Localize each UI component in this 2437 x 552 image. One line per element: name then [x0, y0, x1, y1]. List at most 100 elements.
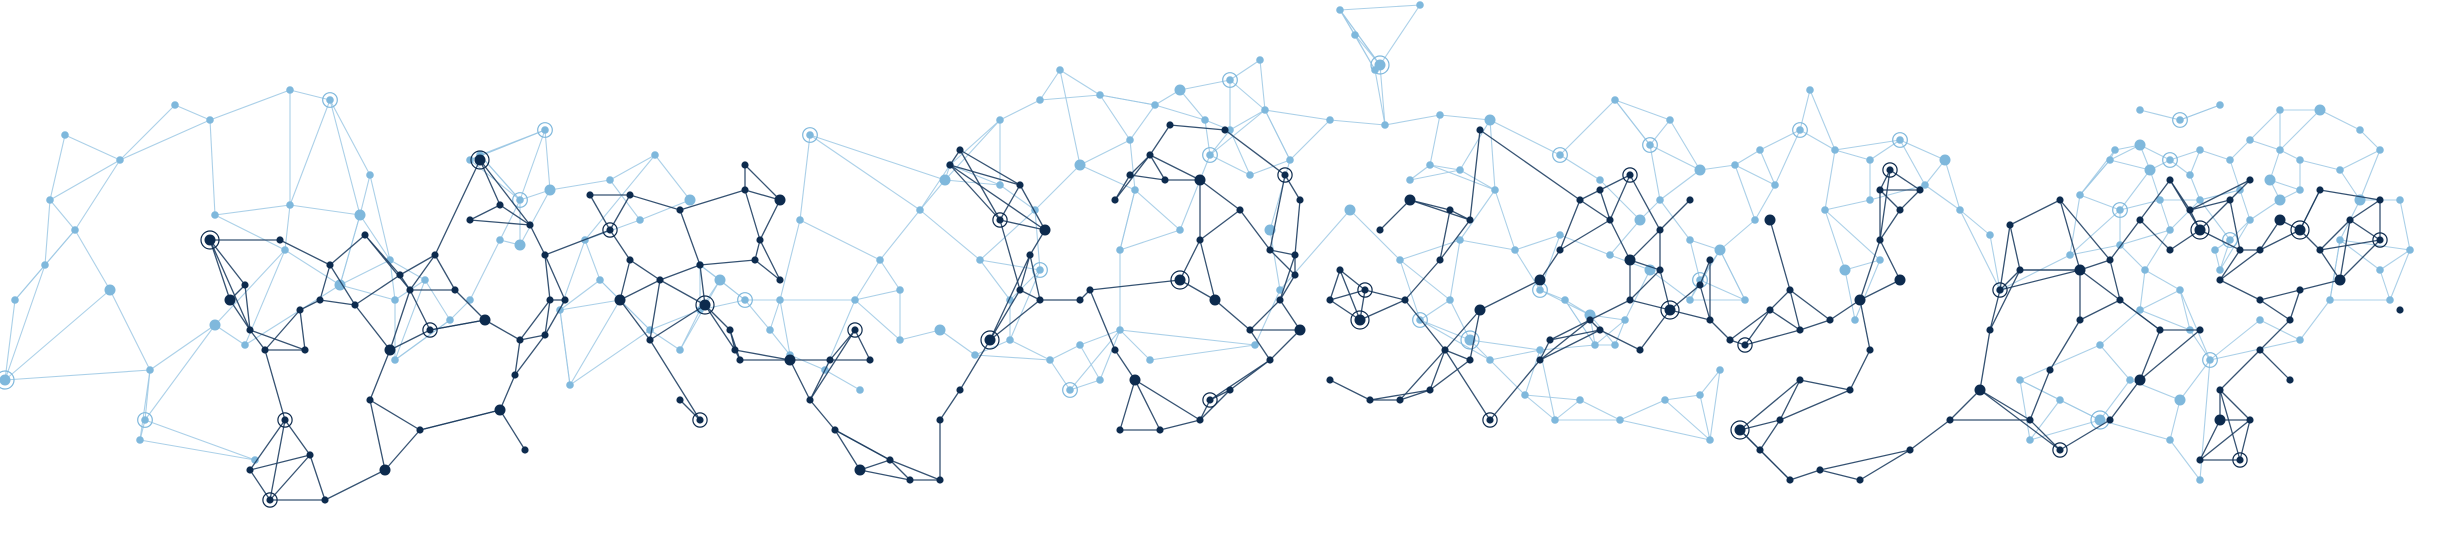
- light-nodes: [0, 1, 2414, 484]
- dark-node: [511, 371, 519, 379]
- light-edge: [2359, 129, 2381, 151]
- dark-node: [676, 206, 684, 214]
- dark-edge: [1249, 329, 1271, 361]
- dark-edge: [2219, 349, 2261, 391]
- light-edge: [1624, 269, 1651, 321]
- light-node: [1006, 336, 1014, 344]
- light-edge: [1419, 299, 1451, 321]
- light-node: [2176, 116, 2184, 124]
- dark-node: [956, 386, 964, 394]
- light-node: [1866, 156, 1874, 164]
- light-node: [2296, 156, 2304, 164]
- light-edge: [2144, 229, 2171, 271]
- dark-edge: [1539, 319, 1591, 361]
- dark-node: [2214, 414, 2226, 426]
- dark-edge: [519, 334, 546, 341]
- light-node: [2216, 266, 2224, 274]
- dark-edge: [1609, 219, 1631, 261]
- dark-edge: [1859, 449, 1911, 481]
- dark-node: [736, 356, 744, 364]
- dark-node: [479, 314, 491, 326]
- light-edge: [854, 299, 901, 341]
- light-node: [2336, 236, 2344, 244]
- dark-edge: [209, 239, 231, 301]
- light-edge: [1129, 104, 1156, 141]
- dark-node: [1146, 151, 1154, 159]
- light-edge: [2299, 159, 2341, 171]
- light-node: [934, 324, 946, 336]
- dark-node: [606, 226, 614, 234]
- light-edge: [394, 279, 426, 361]
- light-edge: [1009, 269, 1041, 341]
- light-edge: [1559, 234, 1611, 256]
- dark-node: [2236, 456, 2244, 464]
- dark-node: [984, 334, 996, 346]
- dark-edge: [209, 239, 251, 331]
- dark-node: [351, 301, 359, 309]
- light-edge: [1399, 259, 1421, 321]
- dark-node: [2316, 246, 2324, 254]
- light-edge: [339, 259, 391, 286]
- dark-node: [696, 416, 704, 424]
- dark-node: [1436, 256, 1444, 264]
- light-node: [366, 171, 374, 179]
- light-edge: [584, 239, 601, 281]
- dark-node: [1196, 416, 1204, 424]
- light-edge: [879, 259, 901, 291]
- light-node: [636, 216, 644, 224]
- light-edge: [1824, 209, 1846, 271]
- light-node: [2066, 251, 2074, 259]
- dark-edge: [1989, 269, 2021, 331]
- dark-edge: [544, 229, 611, 256]
- light-edge: [1554, 399, 1581, 421]
- dark-edge: [1399, 349, 1446, 401]
- light-edge: [139, 439, 256, 461]
- dark-edge: [1599, 189, 1611, 221]
- light-edge: [74, 229, 111, 291]
- dark-edge: [2349, 219, 2381, 241]
- light-edge: [2119, 244, 2146, 271]
- light-node: [209, 319, 221, 331]
- dark-edge: [2259, 219, 2281, 251]
- dark-edge: [2339, 219, 2351, 281]
- light-edge: [1209, 109, 1266, 156]
- light-node: [606, 176, 614, 184]
- light-edge: [979, 259, 1041, 271]
- light-edge: [2019, 379, 2031, 441]
- dark-edge: [324, 469, 386, 501]
- light-node: [2314, 104, 2326, 116]
- dark-edge: [229, 299, 251, 331]
- dark-edge: [679, 399, 701, 421]
- light-node: [1074, 159, 1086, 171]
- light-edge: [2209, 339, 2301, 361]
- dark-edge: [499, 409, 526, 451]
- light-edge: [174, 104, 211, 121]
- dark-edge: [369, 399, 421, 431]
- light-edge: [369, 174, 391, 261]
- light-node: [421, 276, 429, 284]
- dark-node: [1174, 274, 1186, 286]
- dark-edge: [2219, 249, 2261, 281]
- light-node: [1706, 436, 1714, 444]
- light-node: [391, 296, 399, 304]
- light-edge: [2169, 149, 2201, 161]
- dark-node: [2116, 296, 2124, 304]
- light-node: [851, 296, 859, 304]
- light-node: [544, 184, 556, 196]
- light-node: [766, 326, 774, 334]
- dark-edge: [1489, 359, 1541, 421]
- dark-edge: [2109, 259, 2121, 301]
- dark-node: [246, 466, 254, 474]
- light-edge: [609, 154, 656, 181]
- dark-edge: [479, 159, 531, 226]
- dark-node: [2186, 206, 2194, 214]
- light-node: [116, 156, 124, 164]
- dark-node-ring: [980, 330, 1000, 350]
- dark-node: [1209, 294, 1221, 306]
- dark-node: [626, 256, 634, 264]
- light-node: [1876, 256, 1884, 264]
- light-edge: [1669, 119, 1701, 171]
- dark-node: [2216, 276, 2224, 284]
- dark-edge: [419, 409, 501, 431]
